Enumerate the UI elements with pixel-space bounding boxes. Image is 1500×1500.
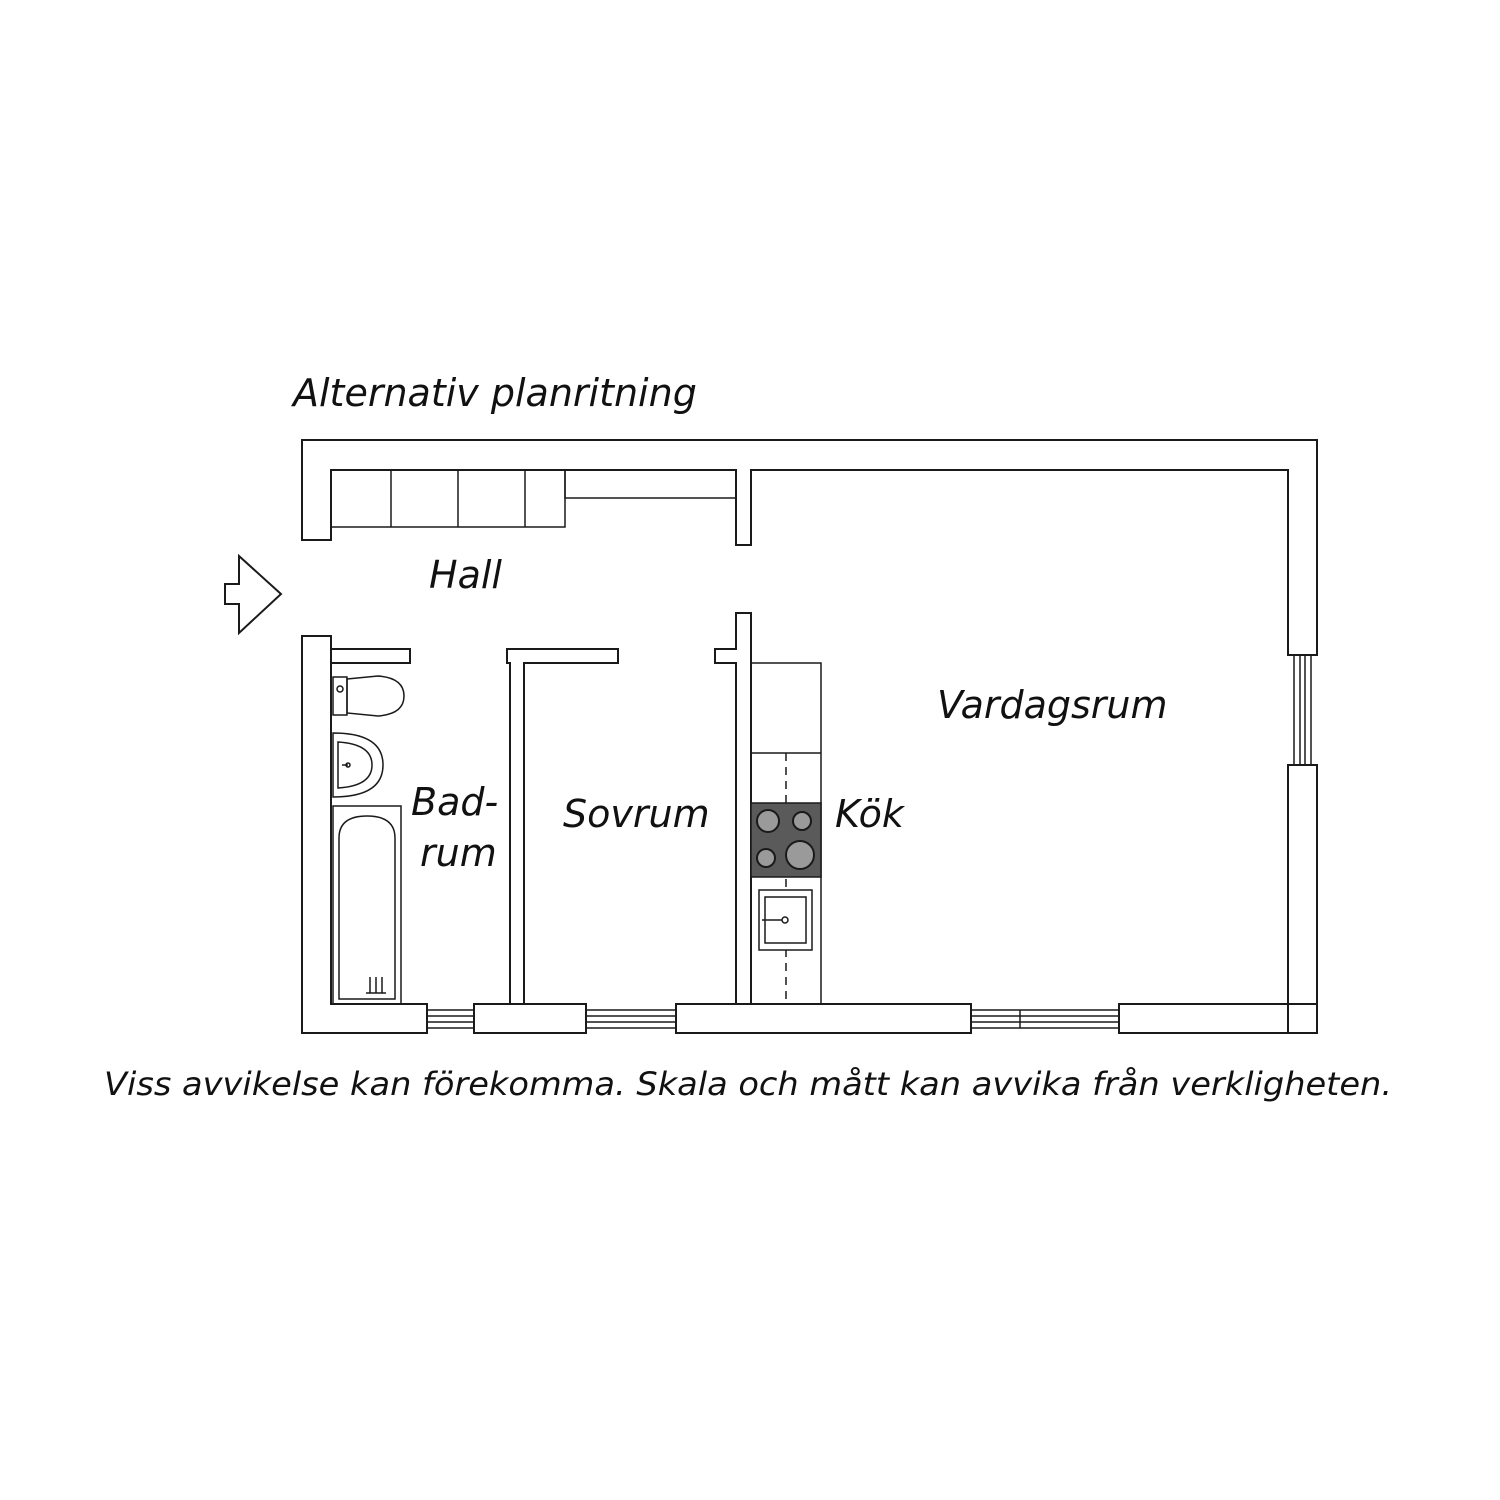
stove-icon <box>750 802 822 878</box>
room-label-badrum-line2: rum <box>420 831 497 875</box>
room-label-kok: Kök <box>835 792 906 836</box>
room-label-hall: Hall <box>429 553 502 597</box>
room-label-vardagsrum: Vardagsrum <box>937 683 1168 727</box>
bathroom-fixtures <box>332 675 405 1005</box>
kitchen-sink-icon <box>758 889 813 951</box>
toilet-icon <box>332 675 405 717</box>
outer-walls <box>301 439 1318 1034</box>
plan-title: Alternativ planritning <box>290 371 697 415</box>
window-badrum <box>426 1009 475 1029</box>
bathtub-icon <box>332 805 402 1005</box>
hall-wardrobe <box>330 469 737 528</box>
disclaimer-text: Viss avvikelse kan förekomma. Skala och … <box>104 1065 1392 1103</box>
room-label-sovrum: Sovrum <box>563 792 710 836</box>
window-right <box>1293 654 1312 766</box>
sink-icon <box>332 732 384 798</box>
windows <box>426 654 1312 1029</box>
window-vardagsrum <box>970 1009 1120 1029</box>
entrance-arrow-icon <box>224 553 283 636</box>
room-label-badrum-line1: Bad- <box>411 780 498 824</box>
kitchen-fixtures <box>750 662 822 1005</box>
window-sovrum <box>585 1009 677 1029</box>
